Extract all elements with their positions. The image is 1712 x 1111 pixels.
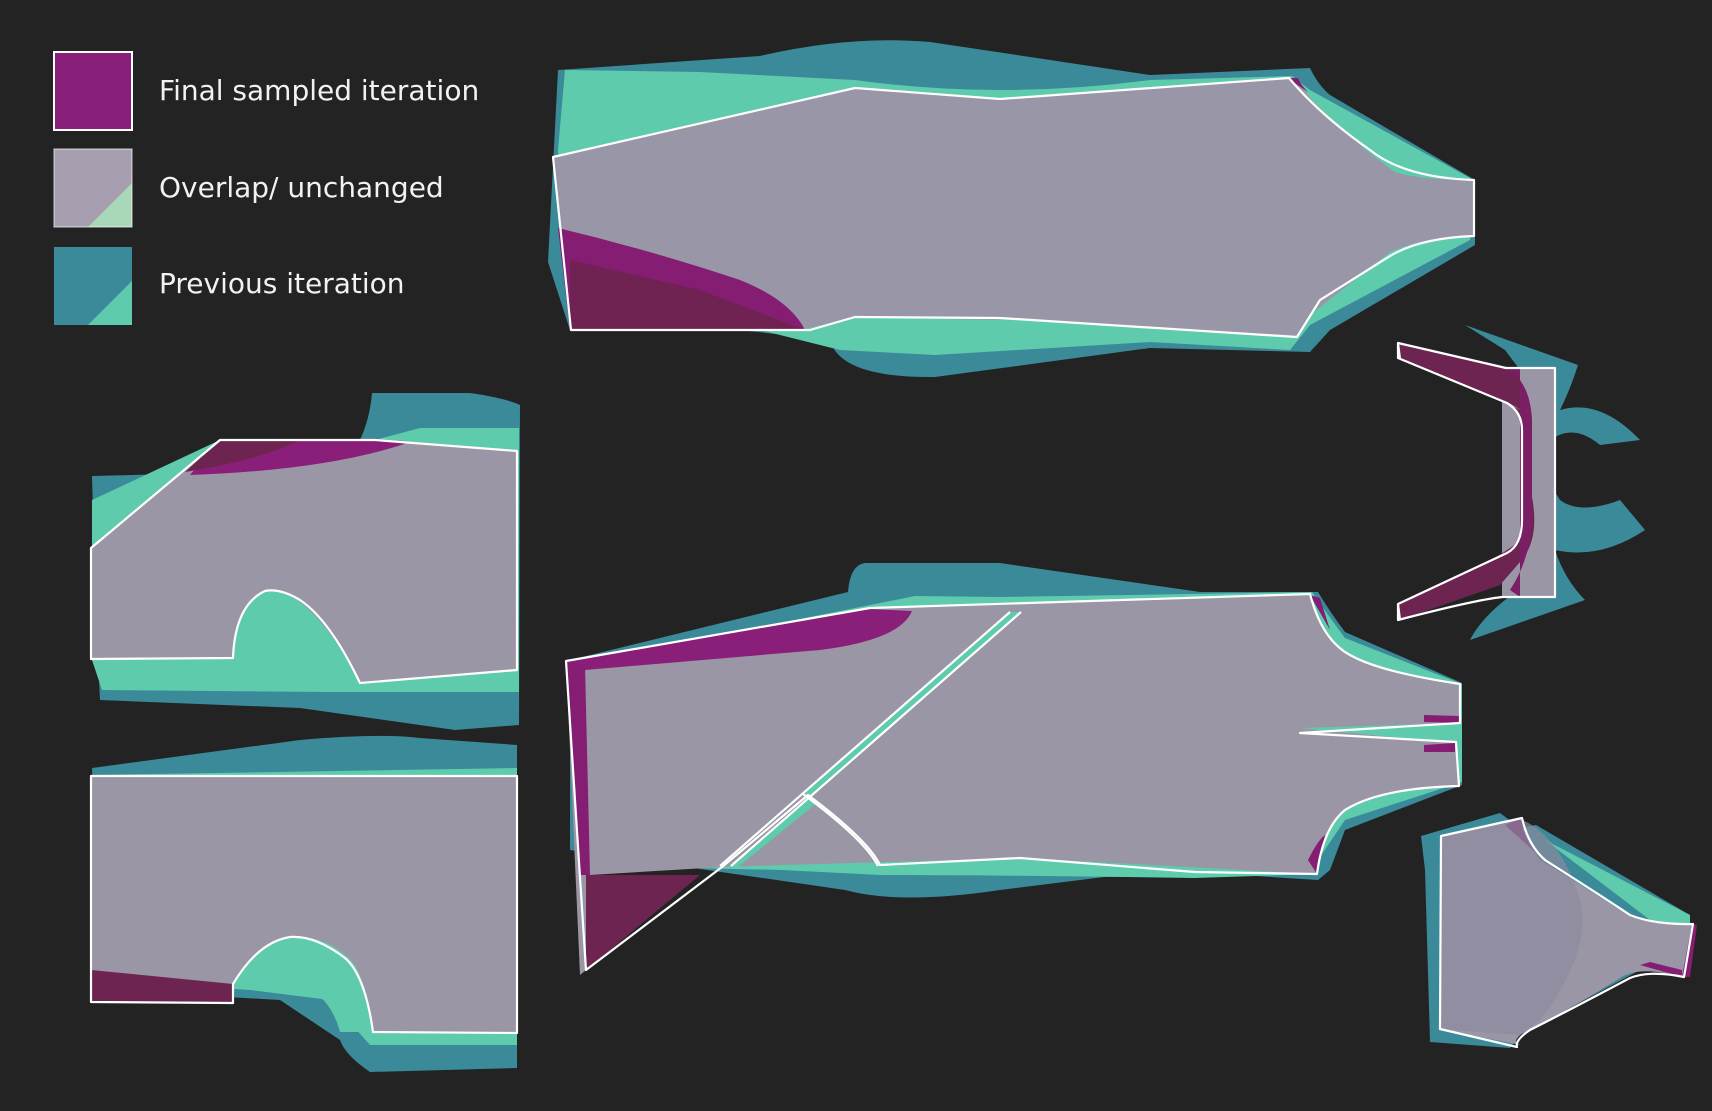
overlap-region bbox=[91, 440, 517, 683]
overlap-region bbox=[566, 595, 1460, 975]
overlap-region bbox=[91, 776, 517, 1033]
final-region bbox=[570, 260, 805, 330]
pattern-piece-top bbox=[548, 40, 1476, 378]
overlap-region bbox=[553, 78, 1474, 337]
final-outline bbox=[89, 774, 519, 1035]
pattern-piece-left-lower bbox=[89, 735, 519, 1072]
final-region bbox=[586, 875, 700, 970]
final-outline bbox=[1438, 816, 1695, 1049]
final-outline bbox=[89, 438, 519, 685]
previous-mint-region bbox=[233, 591, 360, 683]
pattern-piece-bottom-right bbox=[1421, 813, 1697, 1049]
legend-swatch-previous bbox=[54, 247, 132, 325]
final-region bbox=[1424, 743, 1455, 752]
final-region bbox=[1424, 715, 1460, 723]
final-region bbox=[185, 440, 300, 472]
final-region bbox=[566, 609, 912, 670]
legend-label-previous: Previous iteration bbox=[159, 267, 405, 300]
legend bbox=[53, 51, 133, 325]
legend-swatch-final bbox=[53, 51, 133, 131]
pattern-piece-left-upper bbox=[89, 393, 520, 730]
pattern-piece-center bbox=[564, 563, 1462, 975]
final-region bbox=[1310, 595, 1330, 630]
final-region bbox=[1308, 835, 1325, 874]
final-region bbox=[91, 970, 233, 1003]
final-region bbox=[566, 661, 590, 875]
legend-label-overlap: Overlap/ unchanged bbox=[159, 171, 444, 204]
final-outline bbox=[1396, 342, 1402, 621]
dart-line bbox=[802, 793, 879, 867]
pattern-piece-collar bbox=[1396, 325, 1645, 640]
final-region bbox=[1505, 368, 1532, 597]
legend-label-final: Final sampled iteration bbox=[159, 74, 480, 107]
previous-mint-region bbox=[1545, 840, 1690, 925]
legend-swatch-overlap bbox=[53, 148, 133, 228]
previous-mint-region bbox=[238, 936, 373, 1032]
final-outline bbox=[564, 592, 1462, 972]
final-region bbox=[1640, 962, 1682, 977]
previous-mint-region bbox=[722, 858, 1317, 878]
overlap-darker bbox=[1440, 819, 1583, 1035]
dart-line bbox=[719, 611, 1022, 867]
final-outline bbox=[551, 76, 1476, 339]
final-outline bbox=[1396, 341, 1557, 622]
